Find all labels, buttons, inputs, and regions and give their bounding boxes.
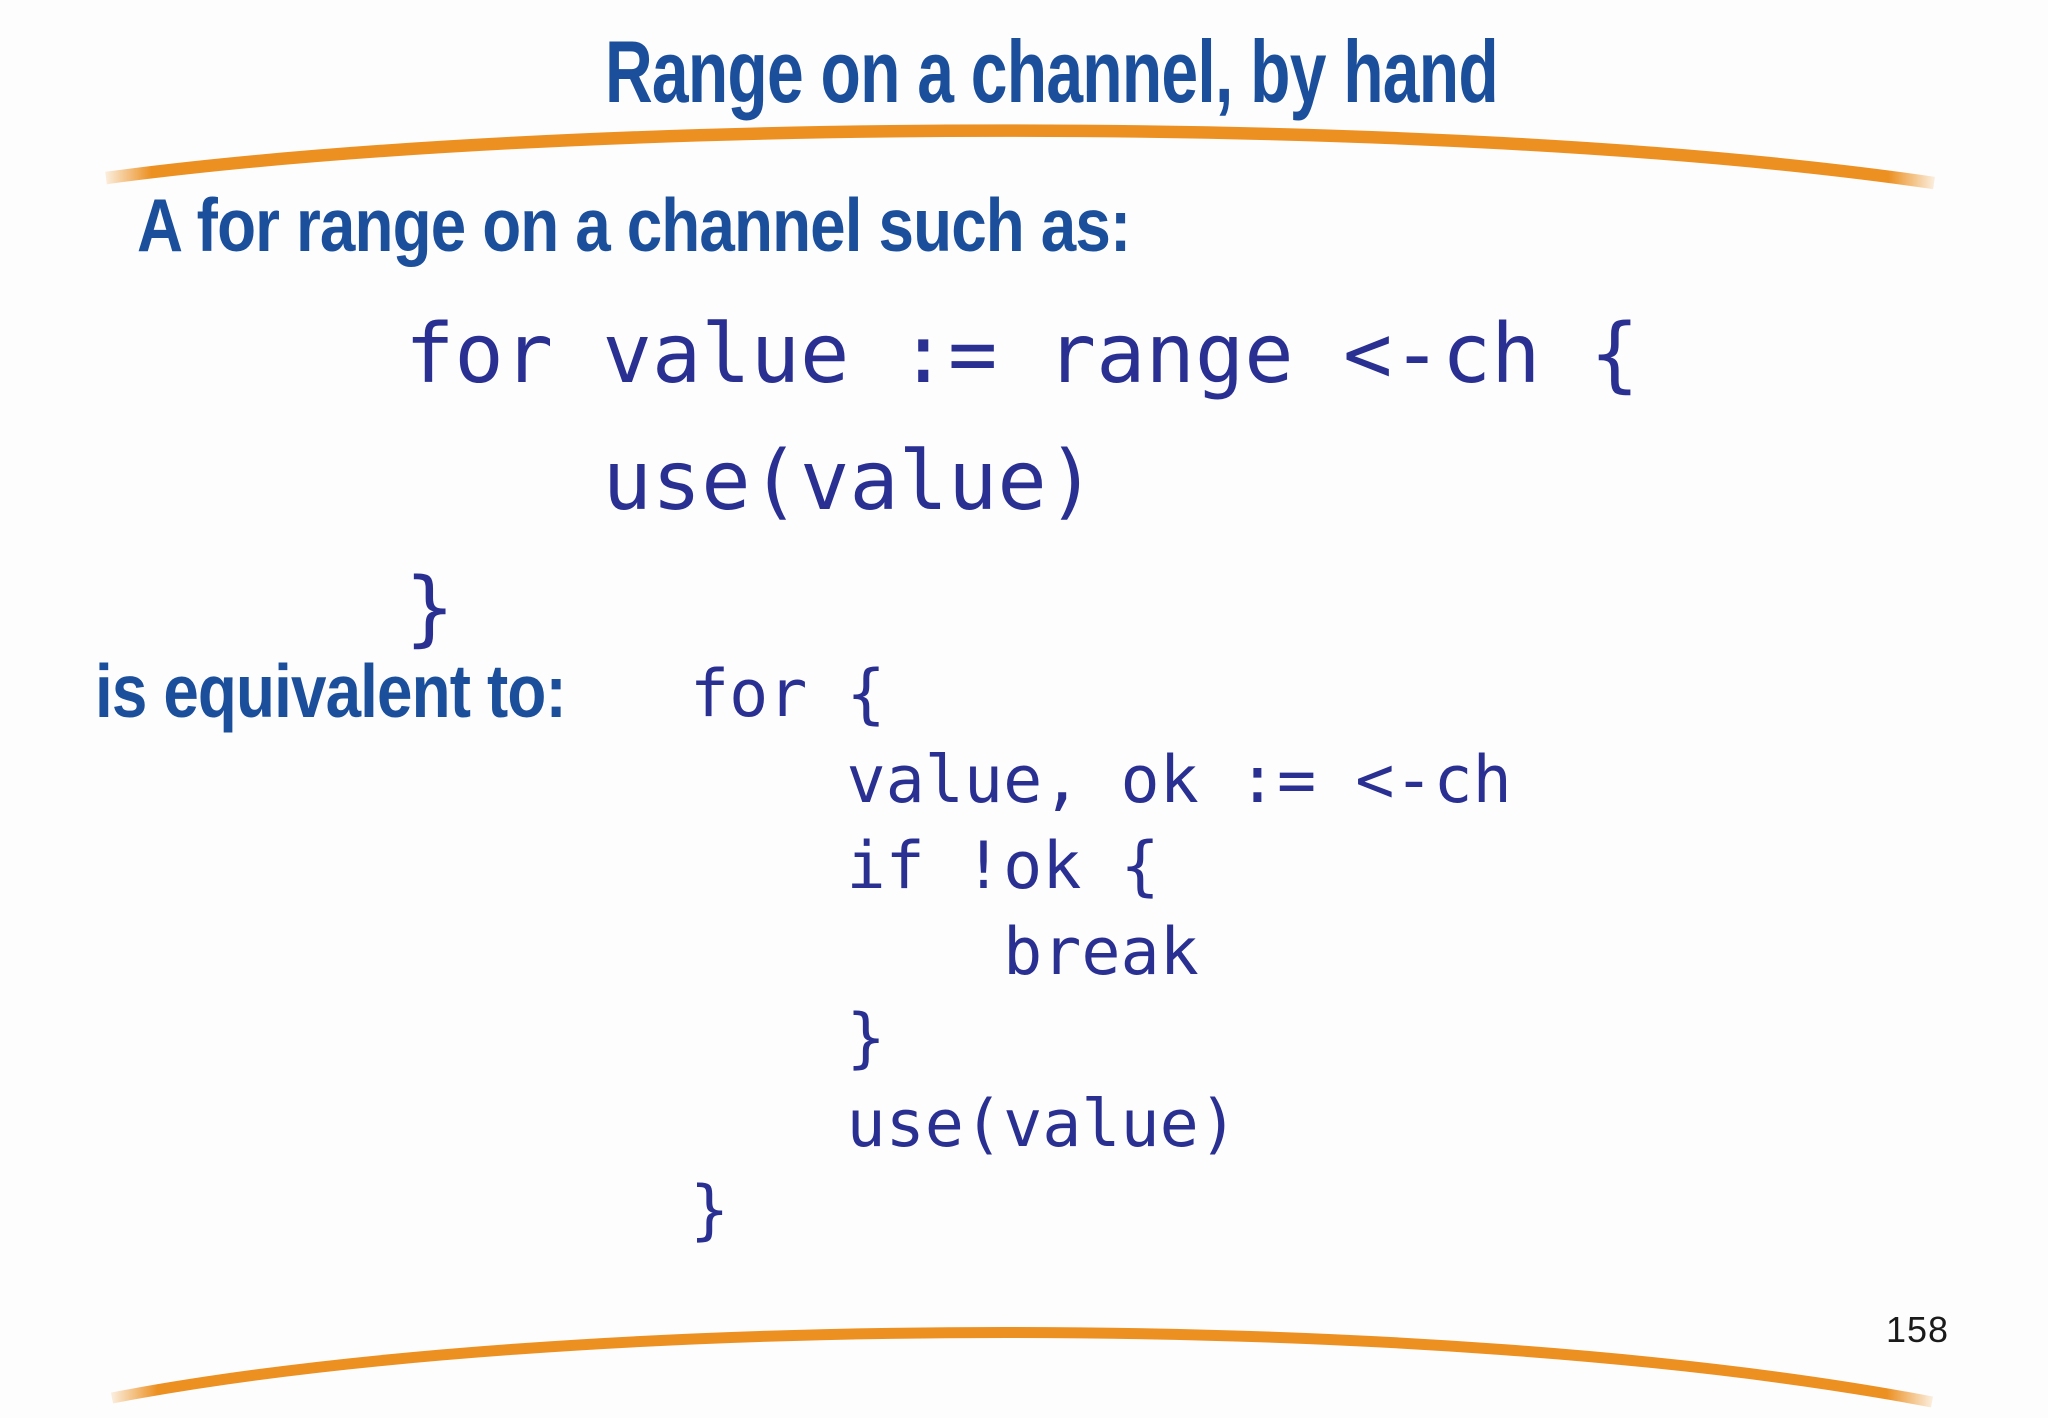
page-number: 158 — [1886, 1309, 1950, 1350]
top-swoosh — [105, 124, 1935, 190]
heading-for-range-intro: A for range on a channel such as: — [137, 183, 1131, 267]
bottom-swoosh — [110, 1327, 1934, 1408]
heading-is-equivalent-to: is equivalent to: — [95, 649, 567, 733]
slide-title: Range on a channel, by hand — [605, 22, 1499, 121]
code-block-equivalent-expansion: for { value, ok := <-ch if !ok { break }… — [690, 657, 1512, 1248]
code-block-range-on-channel: for value := range <-ch { use(value) } — [405, 307, 1640, 656]
